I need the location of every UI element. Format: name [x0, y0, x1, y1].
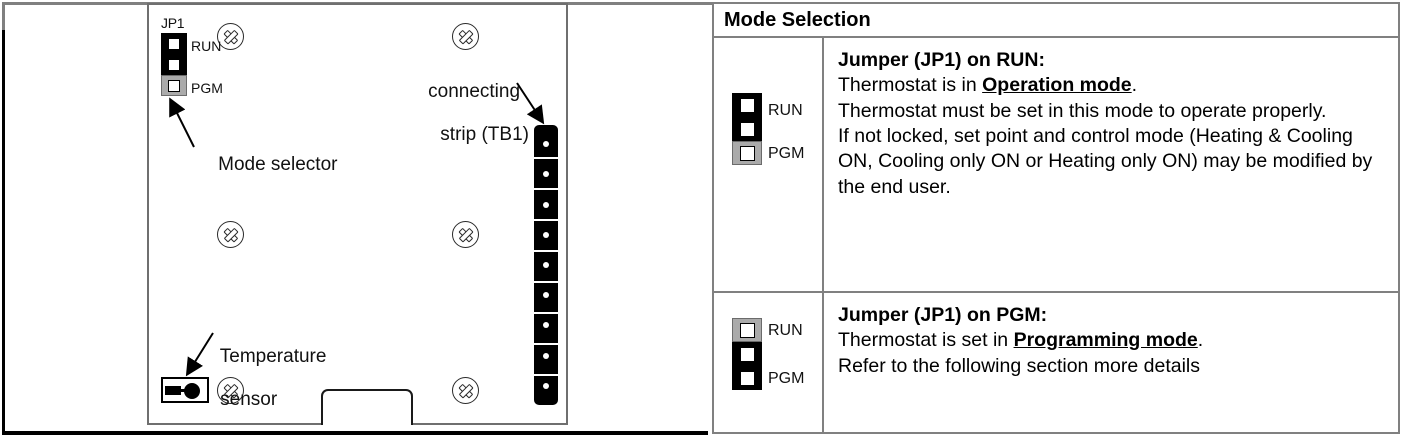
row-line-operation-mode: Thermostat is in Operation mode. [838, 74, 1138, 97]
board-notch [321, 389, 413, 425]
terminal [543, 261, 549, 268]
jumper-pin [739, 121, 755, 137]
terminal-divider [534, 312, 558, 314]
terminal [543, 201, 549, 208]
jumper-run-label: RUN [768, 102, 803, 119]
table-row: RUN PGM Jumper (JP1) on RUN: Thermostat … [714, 38, 1398, 293]
jumper-pin [168, 58, 180, 71]
jumper-segment-pgm [161, 75, 187, 96]
jumper-pin [739, 370, 755, 386]
jumper-pin [739, 97, 755, 113]
jumper-segment-pgm-top [732, 342, 762, 366]
screw-icon [217, 221, 244, 248]
jumper-pin [739, 346, 755, 362]
row-heading: Jumper (JP1) on PGM: [838, 304, 1048, 326]
row-line-programming-mode: Thermostat is set in Programming mode. [838, 329, 1204, 352]
arrow-temperature-sensor [185, 332, 214, 377]
terminal-divider [534, 219, 558, 221]
screw-icon [452, 221, 479, 248]
table-header: Mode Selection [714, 4, 1398, 38]
row-line-refer-section: Refer to the following section more deta… [838, 354, 1201, 377]
temperature-sensor-component [161, 377, 209, 403]
jumper-pin [168, 37, 180, 50]
terminal [543, 141, 549, 148]
jumper-icon-run: RUN PGM [732, 93, 804, 165]
terminal [543, 231, 549, 238]
page-border-top [2, 2, 1398, 5]
jumper-segment-run-top [161, 33, 187, 54]
table-row: RUN PGM Jumper (JP1) on PGM: Thermostat … [714, 293, 1398, 432]
row-line-must-be-set: Thermostat must be set in this mode to o… [838, 99, 1327, 122]
pcb-board-diagram: JP1 RUN PGM [147, 3, 568, 425]
callout-connecting-strip: connecting strip (TB1) [428, 81, 529, 145]
terminal-divider [534, 157, 558, 159]
callout-temperature-sensor: Temperature sensor [219, 346, 327, 410]
screw-icon [217, 23, 244, 50]
jumper-pin [739, 322, 755, 338]
terminal-divider [534, 374, 558, 376]
arrow-connecting-strip [516, 82, 545, 125]
jumper-pin [168, 79, 180, 92]
jumper-pin [739, 145, 755, 161]
jumper-run-label: RUN [191, 38, 222, 54]
terminal-divider [534, 281, 558, 283]
terminal [543, 382, 549, 389]
jumper-pgm-label: PGM [768, 145, 805, 162]
page-border-left-lower [2, 30, 5, 435]
terminal-divider [534, 188, 558, 190]
jumper-pgm-label: PGM [191, 80, 223, 96]
callout-mode-selector: Mode selector [218, 154, 338, 176]
jumper-segment-pgm-bottom [732, 366, 762, 390]
terminal-divider [534, 250, 558, 252]
jumper-segment-pgm [732, 141, 762, 165]
jumper-icon-pgm: RUN PGM [732, 318, 804, 390]
jumper-segment-run-top [732, 93, 762, 117]
jumper-segment-run-bottom [161, 54, 187, 75]
jumper-pgm-label: PGM [768, 370, 805, 387]
row-line-if-not-locked: If not locked, set point and control mod… [838, 125, 1373, 198]
operation-mode-emphasis: Operation mode [982, 74, 1132, 97]
screw-icon [452, 23, 479, 50]
sensor-bulb [184, 383, 200, 399]
jp1-jumper-on-board[interactable]: JP1 RUN PGM [161, 15, 223, 96]
terminal [543, 171, 549, 178]
screw-icon [217, 377, 244, 404]
mode-selection-table: Mode Selection RUN PGM Jumper (JP1) on R… [712, 2, 1400, 434]
page-border-left-upper [2, 2, 5, 32]
terminal [543, 352, 549, 359]
screw-icon [452, 377, 479, 404]
sensor-neck [179, 389, 187, 392]
jumper-run-label: RUN [768, 322, 803, 339]
programming-mode-emphasis: Programming mode [1013, 329, 1198, 352]
row-heading: Jumper (JP1) on RUN: [838, 49, 1045, 71]
arrow-mode-selector [169, 97, 195, 148]
sensor-body [165, 386, 181, 395]
table-cell-jumper-icon-pgm: RUN PGM [714, 293, 824, 432]
terminal-divider [534, 343, 558, 345]
page-border-bottom [2, 431, 708, 435]
connecting-strip-tb1 [534, 125, 558, 405]
terminal [543, 322, 549, 329]
jumper-segment-run [732, 318, 762, 342]
table-cell-description-run: Jumper (JP1) on RUN: Thermostat is in Op… [824, 38, 1398, 291]
terminal [543, 292, 549, 299]
jumper-segment-run-bottom [732, 117, 762, 141]
table-cell-description-pgm: Jumper (JP1) on PGM: Thermostat is set i… [824, 293, 1398, 432]
table-cell-jumper-icon-run: RUN PGM [714, 38, 824, 291]
jp1-header-label: JP1 [161, 15, 185, 31]
